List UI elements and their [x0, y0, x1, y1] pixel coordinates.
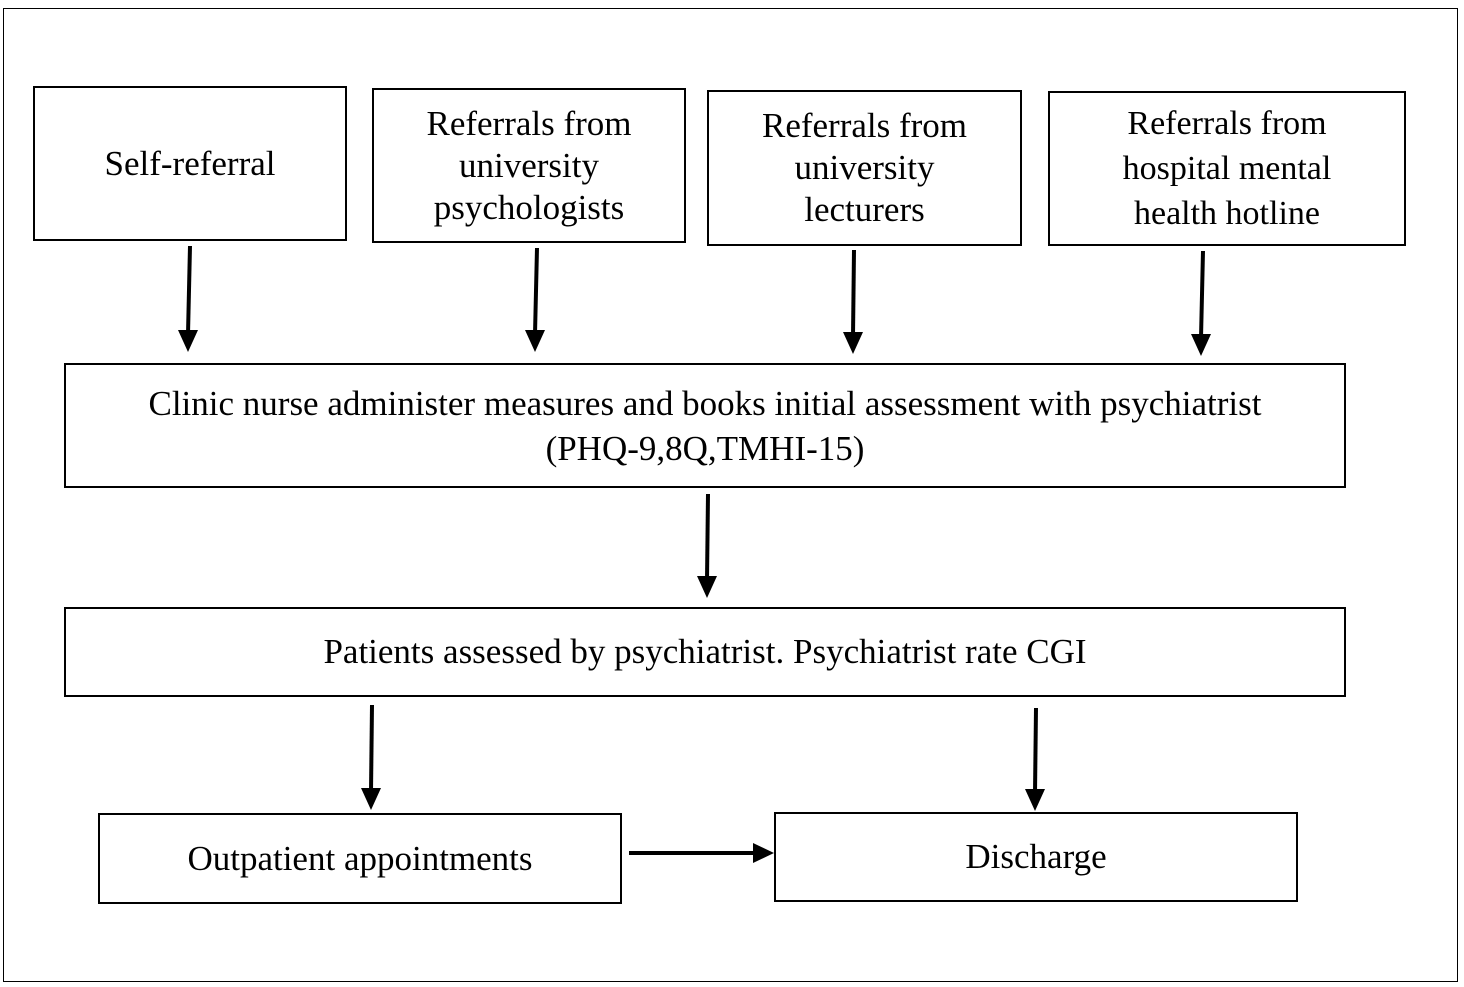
node-label: Clinic nurse administer measures and boo…	[148, 383, 1262, 468]
node-referrals-psychologists: Referrals from university psychologists	[372, 88, 686, 243]
diagram-frame	[3, 8, 1458, 982]
node-label: Referrals from hospital mental health ho…	[1122, 105, 1332, 232]
node-label: Referrals from university lecturers	[761, 106, 968, 229]
node-self-referral: Self-referral	[33, 86, 347, 241]
node-assessment: Patients assessed by psychiatrist. Psych…	[64, 607, 1346, 697]
node-label: Self-referral	[104, 143, 276, 183]
node-referrals-lecturers: Referrals from university lecturers	[707, 90, 1022, 246]
node-label: Patients assessed by psychiatrist. Psych…	[323, 632, 1087, 671]
node-label: Outpatient appointments	[187, 838, 533, 878]
node-label: Referrals from university psychologists	[426, 103, 632, 227]
node-outpatient: Outpatient appointments	[98, 813, 622, 904]
node-clinic-nurse: Clinic nurse administer measures and boo…	[64, 363, 1346, 488]
node-referrals-hotline: Referrals from hospital mental health ho…	[1048, 91, 1406, 246]
node-discharge: Discharge	[774, 812, 1298, 902]
node-label: Discharge	[965, 837, 1107, 876]
